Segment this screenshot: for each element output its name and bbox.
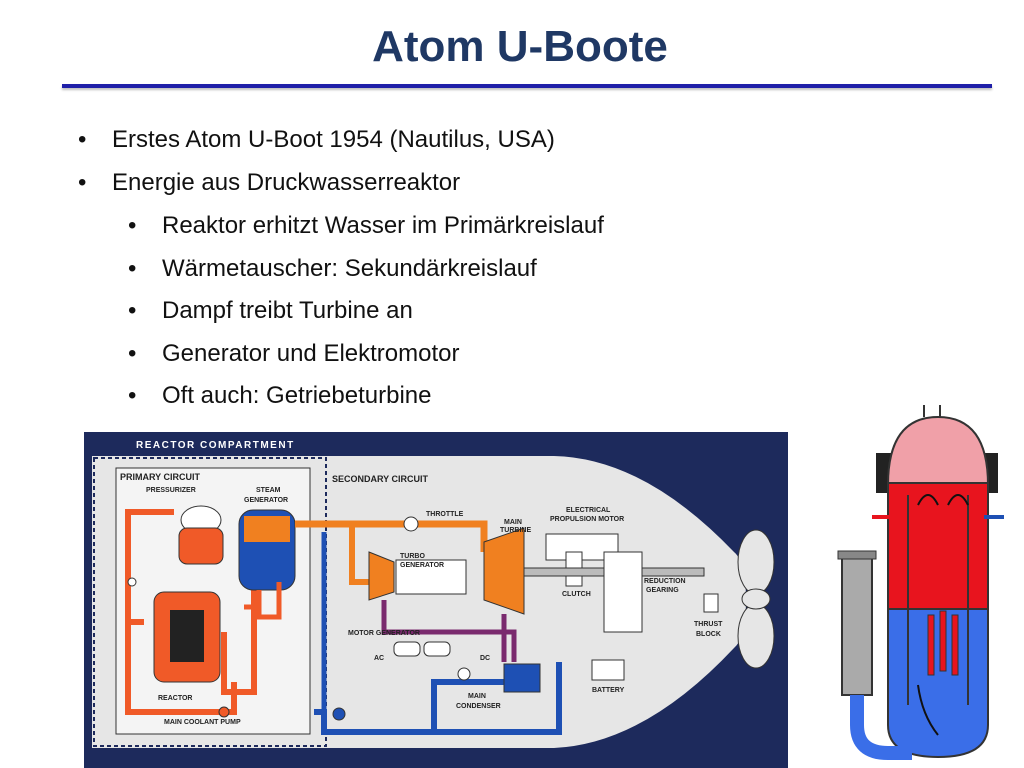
turbo-generator [395,559,467,595]
bullet-text: Generator und Elektromotor [162,340,460,367]
condenser-inlet-pipe [431,679,504,732]
bullet-text: Wärmetauscher: Sekundärkreislauf [162,255,537,282]
flow-arrow-icon [947,494,969,506]
steam-generator-label-1: STEAM [256,487,281,494]
sub-bullet-item: • Dampf treibt Turbine an [128,297,413,325]
title-underline [62,84,992,88]
reactor-compartment-box [93,457,327,747]
reactor-compartment-label: REACTOR COMPARTMENT [136,440,295,451]
main-condenser-label-2: CONDENSER [456,703,501,710]
fuel-rod [951,614,959,676]
primary-hot-pipe [125,509,237,715]
electrical-label-2: PROPULSION MOTOR [550,516,624,523]
steam-generator-tubes [256,582,282,620]
main-coolant-pump-label: MAIN COOLANT PUMP [164,719,241,726]
turbo-generator-turbine [368,551,395,601]
electrical-label-1: ELECTRICAL [566,507,611,514]
bullet-text: Reaktor erhitzt Wasser im Primärkreislau… [162,212,604,239]
turbo-exhaust-line [381,600,517,662]
motor-generator-dc [423,641,451,657]
primary-circuit-label: PRIMARY CIRCUIT [120,472,201,482]
bullet-dot: • [128,212,137,239]
vessel-dome [886,415,990,486]
turbo-steam-line [349,524,369,585]
submarine-propulsion-diagram: REACTOR COMPARTMENT PRIMARY CIRCUIT SECO… [84,432,788,768]
sub-bullet-item: • Oft auch: Getriebeturbine [128,382,432,410]
thrust-label-1: THRUST [694,621,723,628]
flow-arrow-icon [917,684,939,736]
battery [591,659,625,681]
vessel-cold-zone [887,608,989,759]
vessel-hot-zone [887,482,989,612]
propeller-hub [741,588,771,610]
reactor-vessel-illustration [837,405,1004,760]
fuel-rod [939,610,947,672]
motor-generator-ac [393,641,421,657]
reactor-core [170,610,204,662]
condensate-return-pipe [314,662,562,735]
throttle-valve-icon [403,516,419,532]
reduction-label-2: GEARING [646,587,679,594]
sub-bullet-item: • Reaktor erhitzt Wasser im Primärkreisla… [128,212,604,240]
reduction-label-1: REDUCTION [644,578,686,585]
main-condenser [503,663,541,693]
turbo-generator-label-2: GENERATOR [400,562,444,569]
coolant-pump-column [841,554,873,696]
motor-generator-label: MOTOR GENERATOR [348,630,420,637]
main-turbine [483,527,525,615]
reactor-label: REACTOR [158,695,192,702]
ac-label: AC [374,655,384,662]
bullet-dot: • [128,340,137,367]
bullet-dot: • [128,382,137,409]
secondary-circuit-label: SECONDARY CIRCUIT [332,474,429,484]
reduction-gearing [603,551,643,633]
valve-icon [127,577,137,587]
dc-label: DC [480,655,490,662]
fuel-rod [927,614,935,676]
slide-title: Atom U-Boote [372,22,668,71]
condensate-pump-icon [457,667,471,681]
bullet-text: Oft auch: Getriebeturbine [162,382,432,409]
bullet-item: • Energie aus Druckwasserreaktor [78,169,461,197]
bullet-text: Dampf treibt Turbine an [162,297,413,324]
pump-cap [837,550,877,560]
thrust-block [703,593,719,613]
battery-label: BATTERY [592,687,625,694]
turbo-generator-label-1: TURBO [400,553,425,560]
thrust-label-2: BLOCK [696,631,721,638]
flow-arrow-icon [917,494,939,506]
bullet-dot: • [128,255,137,282]
bullet-item: • Erstes Atom U-Boot 1954 (Nautilus, USA) [78,126,555,154]
bullet-text: Energie aus Druckwasserreaktor [112,169,461,196]
throttle-label: THROTTLE [426,511,464,518]
u-bend-pipe [850,695,912,760]
clutch-label: CLUTCH [562,591,591,598]
feed-pump-icon [332,707,346,721]
main-turbine-label-2: TURBINE [500,527,531,534]
propeller-blade-bottom [737,603,775,669]
propeller-blade-top [737,529,775,595]
main-condenser-label-1: MAIN [468,693,486,700]
sub-bullet-item: • Wärmetauscher: Sekundärkreislauf [128,255,537,283]
bullet-dot: • [128,297,137,324]
bullet-dot: • [78,126,87,153]
bullet-text: Erstes Atom U-Boot 1954 (Nautilus, USA) [112,126,555,153]
coolant-pump-icon [218,706,230,718]
steam-generator-label-2: GENERATOR [244,497,288,504]
steam-generator-top [244,516,290,542]
pressurizer-label: PRESSURIZER [146,487,196,494]
sub-bullet-item: • Generator und Elektromotor [128,340,460,368]
pressurizer [178,527,224,565]
main-turbine-label-1: MAIN [504,519,522,526]
bullet-dot: • [78,169,87,196]
